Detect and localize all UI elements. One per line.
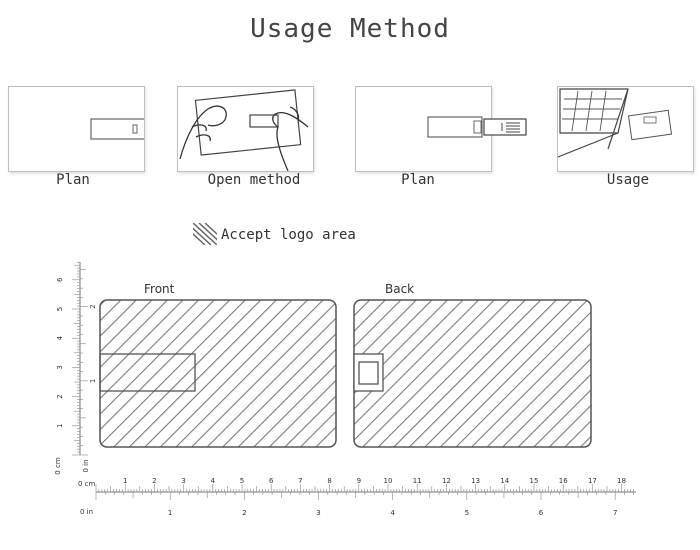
vertical-ruler: 1 2 3 4 5 6 1 2 0 cm 0 in bbox=[54, 261, 97, 475]
in-unit-label: 0 in bbox=[80, 508, 93, 516]
legend-label: Accept logo area bbox=[221, 227, 356, 243]
cm-unit-label: 0 cm bbox=[78, 480, 96, 488]
cm-tick-label: 5 bbox=[240, 477, 244, 485]
laptop-usage-illustration bbox=[558, 88, 673, 158]
cm-tick-label: 14 bbox=[500, 477, 509, 485]
page-title: Usage Method bbox=[250, 14, 450, 44]
vertical-cm-tick-label: 6 bbox=[56, 277, 64, 282]
step-label-usage: Usage bbox=[606, 172, 650, 188]
front-usb-slot bbox=[99, 353, 196, 392]
card-usb-extended-illustration bbox=[427, 116, 527, 138]
cm-tick-label: 1 bbox=[123, 477, 127, 485]
in-tick-label: 3 bbox=[316, 509, 320, 517]
step-label-plan: Plan bbox=[56, 172, 90, 188]
vertical-cm-tick-label: 1 bbox=[56, 424, 64, 428]
vertical-cm-tick-label: 3 bbox=[56, 365, 64, 369]
front-label: Front bbox=[144, 282, 175, 296]
hands-open-illustration bbox=[179, 89, 309, 171]
vertical-in-unit-label: 0 in bbox=[82, 459, 90, 472]
step-label-open-method: Open method bbox=[207, 172, 301, 188]
cm-tick-label: 4 bbox=[211, 477, 216, 485]
step-label-plan-2: Plan bbox=[401, 172, 435, 188]
card-closed-illustration bbox=[90, 118, 144, 140]
cm-tick-label: 2 bbox=[152, 477, 156, 485]
vertical-in-tick-label: 2 bbox=[89, 304, 97, 308]
cm-tick-label: 18 bbox=[617, 477, 626, 485]
cm-tick-label: 11 bbox=[413, 477, 422, 485]
cm-tick-label: 17 bbox=[588, 477, 597, 485]
cm-tick-label: 8 bbox=[327, 477, 331, 485]
in-tick-label: 2 bbox=[242, 509, 246, 517]
in-tick-label: 1 bbox=[168, 509, 172, 517]
cm-tick-label: 6 bbox=[269, 477, 274, 485]
back-label: Back bbox=[385, 282, 415, 296]
vertical-cm-tick-label: 2 bbox=[56, 394, 64, 398]
vertical-in-tick-label: 1 bbox=[89, 379, 97, 383]
cm-tick-label: 16 bbox=[559, 477, 568, 485]
vertical-cm-tick-label: 5 bbox=[56, 307, 64, 311]
cm-tick-label: 12 bbox=[442, 477, 451, 485]
cm-tick-label: 15 bbox=[530, 477, 539, 485]
step-plan-image bbox=[8, 86, 145, 172]
cm-tick-label: 3 bbox=[181, 477, 185, 485]
cm-tick-label: 13 bbox=[471, 477, 480, 485]
cm-tick-label: 10 bbox=[384, 477, 393, 485]
cm-tick-label: 7 bbox=[298, 477, 302, 485]
vertical-cm-tick-label: 4 bbox=[56, 335, 64, 340]
step-plan-open-image bbox=[355, 86, 527, 172]
in-tick-label: 4 bbox=[390, 509, 395, 517]
back-card bbox=[353, 299, 592, 448]
cm-tick-label: 9 bbox=[357, 477, 361, 485]
hatch-legend-icon bbox=[193, 223, 217, 245]
vertical-cm-unit-label: 0 cm bbox=[54, 457, 62, 475]
in-tick-label: 7 bbox=[613, 509, 617, 517]
step-usage-image bbox=[557, 86, 694, 172]
step-open-image bbox=[177, 86, 314, 172]
in-tick-label: 5 bbox=[465, 509, 469, 517]
in-tick-label: 6 bbox=[539, 509, 544, 517]
